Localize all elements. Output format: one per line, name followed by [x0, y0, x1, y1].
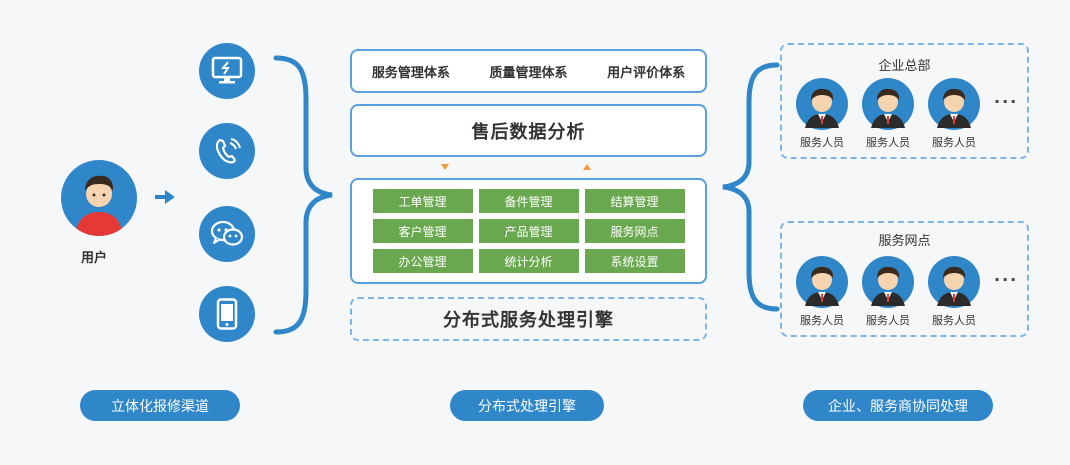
system-label: 服务管理体系 — [371, 65, 450, 81]
user-label: 用户 — [81, 251, 108, 266]
staff-item: 服务人员 — [792, 256, 852, 328]
module-cell: 备件管理 — [478, 189, 579, 213]
system-label: 质量管理体系 — [489, 65, 568, 81]
staff-item: 服务人员 — [792, 78, 852, 150]
wechat-icon — [210, 220, 244, 246]
staff-label: 服务人员 — [800, 314, 844, 327]
module-cell: 结算管理 — [584, 189, 685, 213]
bottom-label-channels: 立体化报修渠道 — [80, 390, 240, 421]
staff-avatar-icon — [796, 78, 848, 130]
modules-box: 工单管理 备件管理 结算管理 客户管理 产品管理 服务网点 办公管理 统计分析 … — [350, 178, 707, 284]
analysis-box: 售后数据分析 — [350, 104, 707, 157]
staff-label: 服务人员 — [800, 136, 844, 149]
group-title: 服务网点 — [878, 234, 931, 249]
more-ellipsis: ··· — [994, 92, 1019, 111]
right-brace — [722, 62, 780, 312]
staff-label: 服务人员 — [866, 136, 910, 149]
engine-box: 分布式服务处理引擎 — [350, 297, 707, 341]
modules-grid: 工单管理 备件管理 结算管理 客户管理 产品管理 服务网点 办公管理 统计分析 … — [372, 189, 685, 273]
staff-avatar-icon — [928, 256, 980, 308]
module-cell: 工单管理 — [372, 189, 473, 213]
user-avatar — [61, 160, 137, 236]
group-service-outlet: 服务网点 服务人员 服务人员 — [780, 221, 1029, 337]
module-cell: 产品管理 — [478, 219, 579, 243]
phone-icon — [215, 138, 241, 164]
channel-wechat — [199, 206, 255, 262]
group-title: 企业总部 — [878, 59, 931, 74]
staff-avatar-icon — [796, 256, 848, 308]
bottom-label-engine: 分布式处理引擎 — [450, 390, 604, 421]
systems-box: 服务管理体系 质量管理体系 用户评价体系 — [350, 49, 707, 93]
module-cell: 服务网点 — [584, 219, 685, 243]
module-cell: 统计分析 — [478, 249, 579, 273]
module-cell: 办公管理 — [372, 249, 473, 273]
computer-icon — [211, 56, 243, 84]
staff-label: 服务人员 — [932, 136, 976, 149]
staff-item: 服务人员 — [924, 78, 984, 150]
staff-item: 服务人员 — [858, 78, 918, 150]
analysis-title: 售后数据分析 — [471, 121, 586, 143]
staff-item: 服务人员 — [858, 256, 918, 328]
staff-avatar-icon — [862, 78, 914, 130]
engine-title: 分布式服务处理引擎 — [443, 310, 614, 331]
channel-phone — [199, 123, 255, 179]
module-cell: 系统设置 — [584, 249, 685, 273]
staff-label: 服务人员 — [866, 314, 910, 327]
staff-label: 服务人员 — [932, 314, 976, 327]
channel-computer — [199, 43, 255, 99]
arrow-up-icon — [583, 164, 591, 170]
channel-mobile — [199, 286, 255, 342]
more-ellipsis: ··· — [994, 270, 1019, 289]
staff-avatar-icon — [862, 256, 914, 308]
system-label: 用户评价体系 — [607, 65, 686, 81]
mobile-icon — [216, 298, 238, 330]
module-cell: 客户管理 — [372, 219, 473, 243]
bottom-label-collaboration: 企业、服务商协同处理 — [803, 390, 993, 421]
person-icon — [75, 175, 123, 236]
staff-item: 服务人员 — [924, 256, 984, 328]
arrow-down-icon — [441, 164, 449, 170]
left-brace — [273, 55, 333, 335]
staff-avatar-icon — [928, 78, 980, 130]
arrow-right-icon — [155, 190, 175, 204]
group-headquarters: 企业总部 服务人员 服务人员 — [780, 43, 1029, 159]
